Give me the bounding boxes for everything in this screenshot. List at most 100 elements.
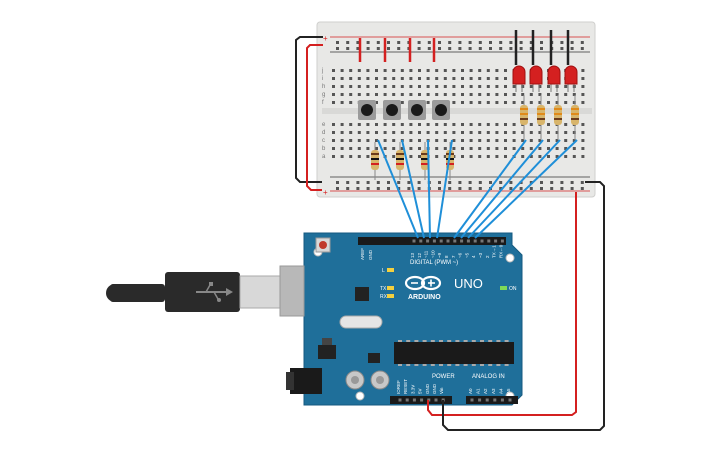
breadboard-hole[interactable]	[392, 69, 396, 72]
breadboard-hole[interactable]	[547, 101, 550, 104]
breadboard-hole[interactable]	[366, 131, 370, 134]
resistor[interactable]	[520, 95, 528, 140]
breadboard-hole[interactable]	[504, 155, 507, 158]
breadboard-hole[interactable]	[366, 77, 370, 80]
breadboard-hole[interactable]	[340, 101, 344, 104]
breadboard-hole[interactable]	[435, 155, 439, 158]
breadboard-hole[interactable]	[572, 139, 576, 142]
breadboard-hole[interactable]	[499, 181, 503, 184]
breadboard-hole[interactable]	[570, 47, 574, 50]
breadboard-hole[interactable]	[564, 123, 568, 126]
breadboard-hole[interactable]	[564, 93, 568, 96]
breadboard-hole[interactable]	[383, 123, 387, 126]
breadboard-hole[interactable]	[581, 85, 585, 88]
breadboard-hole[interactable]	[469, 93, 473, 96]
breadboard-hole[interactable]	[426, 131, 430, 134]
breadboard-hole[interactable]	[555, 131, 559, 134]
push-button[interactable]	[408, 100, 426, 120]
header-pin[interactable]	[460, 239, 464, 243]
breadboard-hole[interactable]	[478, 181, 482, 184]
breadboard-hole[interactable]	[461, 101, 464, 104]
breadboard-hole[interactable]	[400, 147, 404, 150]
breadboard-hole[interactable]	[572, 131, 576, 134]
breadboard-hole[interactable]	[418, 85, 421, 88]
breadboard-hole[interactable]	[349, 69, 353, 72]
breadboard-hole[interactable]	[332, 85, 335, 88]
breadboard-hole[interactable]	[366, 41, 370, 44]
breadboard-hole[interactable]	[560, 181, 564, 184]
breadboard-hole[interactable]	[346, 187, 350, 190]
breadboard-hole[interactable]	[469, 131, 473, 134]
breadboard-hole[interactable]	[409, 147, 413, 150]
breadboard-hole[interactable]	[555, 93, 559, 96]
breadboard-hole[interactable]	[409, 77, 413, 80]
breadboard-hole[interactable]	[400, 85, 404, 88]
signal-wire[interactable]	[467, 139, 561, 239]
breadboard-hole[interactable]	[417, 187, 421, 190]
breadboard-hole[interactable]	[519, 41, 523, 44]
breadboard-hole[interactable]	[346, 47, 350, 50]
breadboard-hole[interactable]	[468, 187, 472, 190]
breadboard-hole[interactable]	[349, 93, 353, 96]
breadboard-hole[interactable]	[519, 47, 523, 50]
breadboard-hole[interactable]	[570, 181, 574, 184]
breadboard-hole[interactable]	[417, 181, 421, 184]
breadboard-hole[interactable]	[366, 187, 370, 190]
breadboard-hole[interactable]	[495, 139, 499, 142]
breadboard-hole[interactable]	[461, 155, 464, 158]
breadboard-hole[interactable]	[572, 101, 576, 104]
breadboard-hole[interactable]	[461, 93, 464, 96]
breadboard-hole[interactable]	[435, 77, 439, 80]
breadboard-hole[interactable]	[366, 85, 370, 88]
breadboard-hole[interactable]	[383, 77, 387, 80]
breadboard-hole[interactable]	[469, 101, 473, 104]
breadboard-hole[interactable]	[409, 69, 413, 72]
push-button[interactable]	[432, 100, 450, 120]
breadboard-hole[interactable]	[409, 155, 413, 158]
breadboard-hole[interactable]	[357, 69, 361, 72]
breadboard-hole[interactable]	[376, 41, 380, 44]
push-buttons[interactable]	[358, 100, 450, 120]
breadboard-hole[interactable]	[572, 93, 576, 96]
breadboard-hole[interactable]	[435, 123, 439, 126]
breadboard-hole[interactable]	[346, 181, 350, 184]
breadboard-hole[interactable]	[332, 131, 335, 134]
breadboard-hole[interactable]	[397, 47, 401, 50]
breadboard-hole[interactable]	[521, 101, 525, 104]
button-resistors[interactable]	[371, 142, 454, 180]
breadboard-hole[interactable]	[383, 147, 387, 150]
breadboard-hole[interactable]	[486, 85, 490, 88]
breadboard-hole[interactable]	[495, 101, 499, 104]
breadboard-hole[interactable]	[387, 47, 390, 50]
header-pin[interactable]	[434, 398, 438, 402]
breadboard-hole[interactable]	[478, 41, 482, 44]
breadboard-hole[interactable]	[519, 187, 523, 190]
breadboard-hole[interactable]	[468, 181, 472, 184]
breadboard-hole[interactable]	[521, 93, 525, 96]
header-pin[interactable]	[480, 239, 484, 243]
led[interactable]	[547, 65, 561, 92]
breadboard-hole[interactable]	[469, 147, 473, 150]
breadboard-hole[interactable]	[529, 187, 533, 190]
breadboard-hole[interactable]	[564, 139, 568, 142]
breadboard-hole[interactable]	[529, 123, 533, 126]
breadboard-hole[interactable]	[580, 187, 584, 190]
reset-button-cap[interactable]	[319, 241, 327, 249]
breadboard-hole[interactable]	[349, 123, 353, 126]
breadboard-hole[interactable]	[495, 155, 499, 158]
breadboard-hole[interactable]	[387, 41, 390, 44]
breadboard-hole[interactable]	[375, 69, 378, 72]
breadboard-hole[interactable]	[376, 47, 380, 50]
button-power-jumpers[interactable]	[358, 38, 436, 62]
breadboard-hole[interactable]	[495, 131, 499, 134]
ground-wire[interactable]	[442, 181, 605, 431]
signal-wire[interactable]	[474, 139, 578, 239]
breadboard-hole[interactable]	[366, 181, 370, 184]
led[interactable]	[529, 65, 543, 92]
breadboard-hole[interactable]	[521, 147, 525, 150]
signal-wire[interactable]	[377, 139, 419, 239]
breadboard-hole[interactable]	[426, 93, 430, 96]
breadboard-hole[interactable]	[383, 131, 387, 134]
breadboard-hole[interactable]	[340, 93, 344, 96]
